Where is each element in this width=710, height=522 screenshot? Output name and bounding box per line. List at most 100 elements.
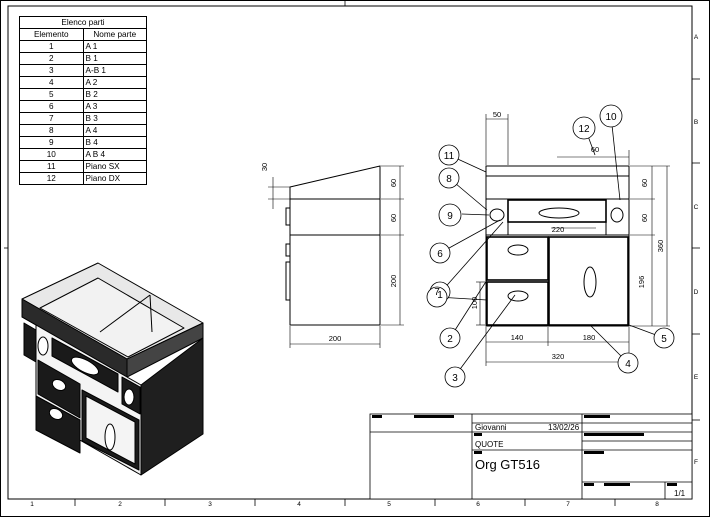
- dim-front-left-col: 50: [493, 110, 501, 119]
- dim-front-top-height: 60: [640, 179, 649, 187]
- zone-col-6: 6: [476, 501, 480, 508]
- dim-side-upper: 60: [389, 179, 398, 187]
- zone-row-e: E: [694, 374, 699, 381]
- zone-col-5: 5: [387, 501, 391, 508]
- parts-list-part-name: Piano DX: [82, 172, 147, 185]
- title-units-note: QUOTE: [475, 440, 503, 449]
- dim-side-width: 200: [329, 334, 342, 343]
- zone-row-f: F: [694, 459, 698, 466]
- parts-list-title: Elenco parti: [19, 16, 147, 29]
- zone-row-a: A: [694, 34, 699, 41]
- dim-front-mid-height: 60: [640, 214, 649, 222]
- parts-list-element-number: 4: [19, 76, 84, 89]
- zone-row-c: C: [694, 204, 699, 211]
- parts-list-header-row: Elemento Nome parte: [19, 28, 147, 41]
- balloon-numbers: 1 2 3 4 5 6 7 8 9 10 11 12: [434, 112, 667, 384]
- balloon-9: 9: [447, 211, 453, 222]
- zone-col-7: 7: [566, 501, 570, 508]
- title-block-text: Giovanni 13/02/26 QUOTE Org GT516 1/1: [475, 423, 686, 498]
- parts-list-element-number: 1: [19, 40, 84, 53]
- part-balloons: [426, 104, 675, 388]
- balloon-12: 12: [578, 124, 590, 135]
- parts-list-part-name: A 4: [82, 124, 147, 137]
- title-drawing-name: Org GT516: [475, 457, 540, 472]
- dim-front-total-width: 320: [552, 352, 565, 361]
- parts-list-element-number: 10: [19, 148, 84, 161]
- parts-list-part-name: B 4: [82, 136, 147, 149]
- balloon-8: 8: [446, 174, 452, 185]
- balloon-11: 11: [444, 151, 455, 162]
- dim-side-lower: 200: [389, 275, 398, 288]
- balloon-2: 2: [447, 334, 453, 345]
- parts-list-part-name: B 2: [82, 88, 147, 101]
- dim-front-bottom-left: 140: [511, 333, 524, 342]
- dim-front-top-slot: 60: [591, 145, 599, 154]
- parts-list-element-number: 2: [19, 52, 84, 65]
- dim-front-lower-height: 196: [637, 276, 646, 289]
- isometric-view: [21, 262, 204, 476]
- front-view: [476, 114, 670, 366]
- side-view-dimensions: 30 60 60 200 200: [260, 163, 398, 343]
- zone-row-d: D: [694, 289, 699, 296]
- parts-list-element-number: 7: [19, 112, 84, 125]
- balloon-4: 4: [625, 359, 631, 370]
- balloon-7: 7: [434, 287, 440, 298]
- dim-front-small-drawer: 100: [470, 297, 479, 310]
- parts-list-part-name: A 2: [82, 76, 147, 89]
- balloon-10: 10: [605, 112, 617, 123]
- balloon-3: 3: [452, 373, 458, 384]
- balloon-1: 1: [437, 290, 443, 301]
- parts-list-header-name: Nome parte: [82, 28, 147, 41]
- zone-ticks: [4, 0, 700, 506]
- zone-col-3: 3: [208, 501, 212, 508]
- parts-list-element-number: 6: [19, 100, 84, 113]
- dim-front-bottom-right: 180: [583, 333, 596, 342]
- title-sheet-number: 1/1: [674, 489, 686, 498]
- title-date: 13/02/26: [548, 423, 580, 432]
- zone-col-2: 2: [118, 501, 122, 508]
- parts-list-part-name: Piano SX: [82, 160, 147, 173]
- title-author: Giovanni: [475, 423, 507, 432]
- zone-row-b: B: [694, 119, 698, 126]
- parts-list-element-number: 9: [19, 136, 84, 149]
- balloon-6: 6: [437, 249, 443, 260]
- parts-list-header-element: Elemento: [19, 28, 84, 41]
- front-view-dimensions: 50 60 220 60 60 196 360 100 140 180 320: [470, 110, 665, 361]
- parts-list-element-number: 12: [19, 172, 84, 185]
- side-view: [268, 165, 404, 348]
- parts-list-part-name: A 3: [82, 100, 147, 113]
- parts-list-element-number: 3: [19, 64, 84, 77]
- dim-front-total-height: 360: [656, 240, 665, 253]
- zone-col-8: 8: [655, 501, 659, 508]
- balloon-5: 5: [661, 334, 667, 345]
- parts-list-part-name: B 3: [82, 112, 147, 125]
- zone-labels: A B C D E F 1 2 3 4 5 6 7 8: [30, 34, 699, 508]
- parts-list-part-name: A B 4: [82, 148, 147, 161]
- zone-col-4: 4: [297, 501, 301, 508]
- dim-front-drawer-width: 220: [552, 225, 565, 234]
- parts-list-part-name: B 1: [82, 52, 147, 65]
- title-block-marks: [372, 415, 677, 486]
- zone-col-1: 1: [30, 501, 34, 508]
- title-block: [369, 413, 693, 500]
- parts-list-part-name: A-B 1: [82, 64, 147, 77]
- parts-list-element-number: 8: [19, 124, 84, 137]
- parts-list-element-number: 5: [19, 88, 84, 101]
- dim-side-top: 30: [260, 163, 269, 171]
